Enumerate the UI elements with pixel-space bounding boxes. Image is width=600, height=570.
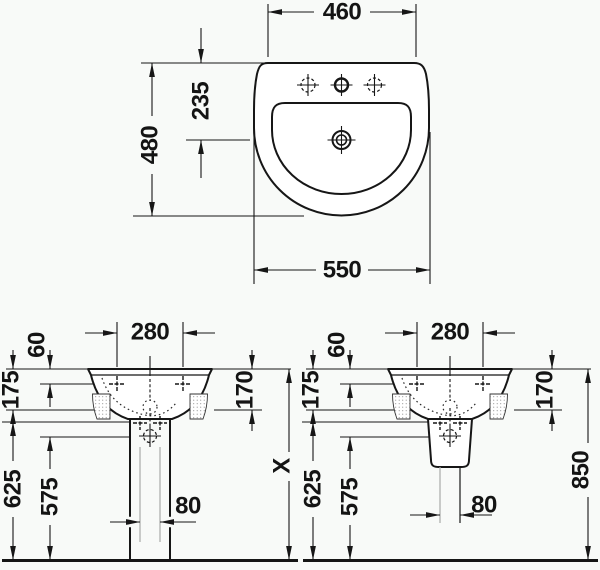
dimension-80: 80	[410, 492, 497, 519]
dim-label-170: 170	[532, 371, 559, 410]
dim-label-625: 625	[0, 470, 27, 509]
dim-label-60: 60	[324, 332, 351, 358]
dim-label-235: 235	[188, 82, 215, 121]
dim-label-170: 170	[232, 371, 259, 410]
dim-label-625: 625	[300, 470, 327, 509]
dim-label-280: 280	[131, 319, 170, 346]
dim-label-550: 550	[323, 257, 362, 284]
dim-label-80: 80	[175, 493, 201, 520]
dim-label-x: X	[269, 458, 296, 474]
tap-hole-right	[363, 74, 386, 96]
front-view-siphon-cover: 80 850 280 60 175 170 625 575	[298, 319, 598, 562]
dim-label-175: 175	[0, 371, 25, 410]
siphon-fixing-markers	[433, 408, 467, 447]
dim-label-80: 80	[471, 492, 497, 519]
front-view-pedestal: 80 X 280 60 175 170 625 575	[0, 319, 298, 562]
inner-bowl-outline	[271, 102, 412, 195]
dimension-height-850: 850	[568, 369, 595, 560]
tap-hole-center	[330, 74, 353, 96]
dimension-height-x: X	[269, 369, 296, 560]
dimension-480: 480	[133, 62, 304, 217]
dimension-235: 235	[186, 28, 250, 178]
dim-label-460: 460	[323, 0, 362, 26]
top-view: 460 480 235 550	[133, 0, 431, 284]
tap-hole-left	[297, 74, 319, 96]
pedestal-fixing-markers	[133, 408, 167, 447]
dimension-80: 80	[110, 493, 201, 525]
pedestal	[129, 418, 171, 561]
dim-label-575: 575	[37, 478, 64, 517]
dim-label-175: 175	[298, 371, 325, 410]
dim-label-60: 60	[24, 332, 51, 358]
dim-label-480: 480	[137, 126, 164, 165]
dim-label-575: 575	[337, 478, 364, 517]
dim-label-280: 280	[431, 319, 470, 346]
dimension-460: 460	[267, 0, 417, 57]
drain-hole	[327, 126, 356, 154]
dimension-550: 550	[253, 132, 431, 284]
dim-label-850: 850	[568, 451, 595, 490]
